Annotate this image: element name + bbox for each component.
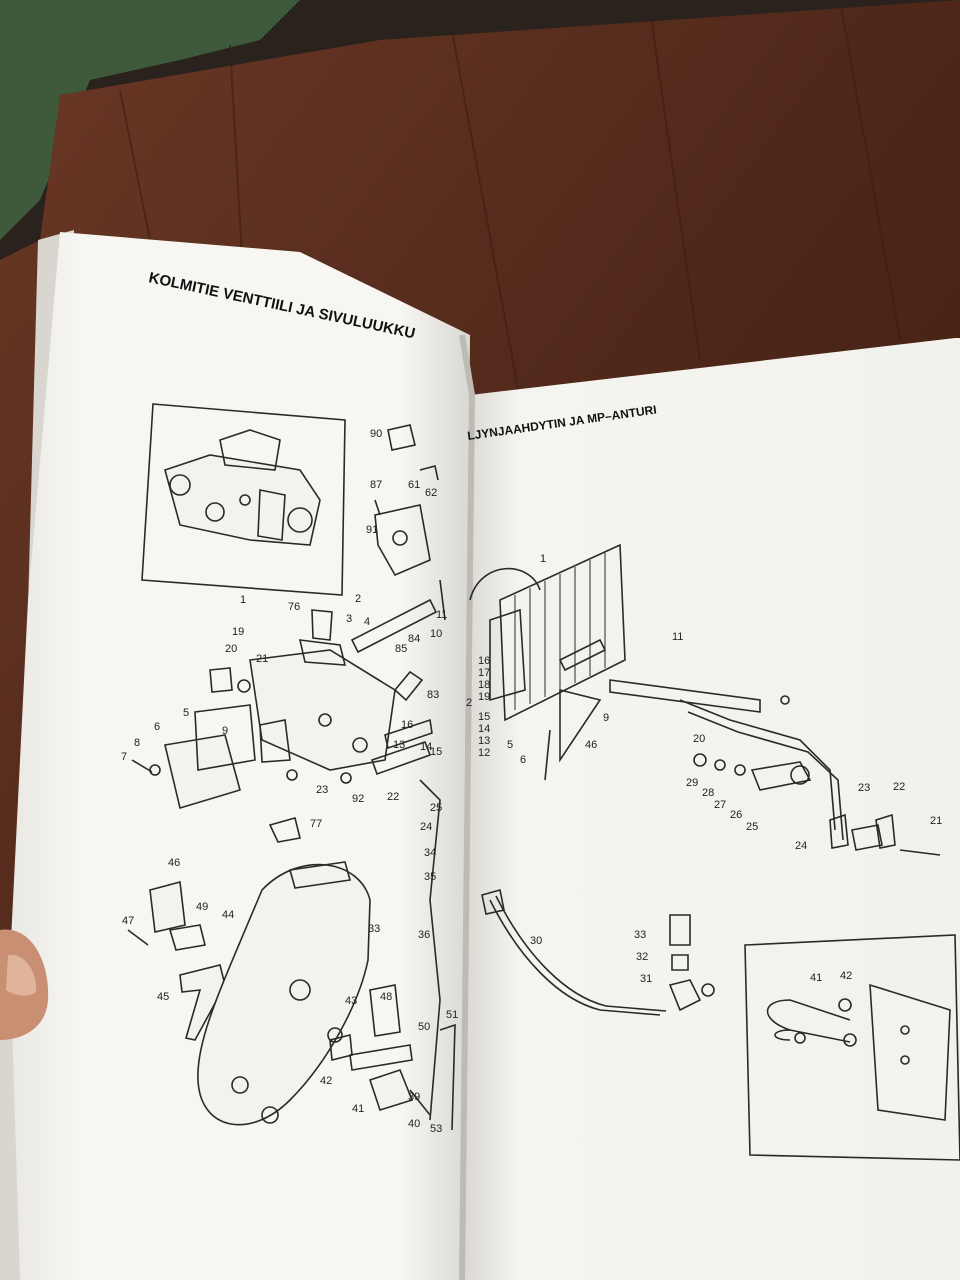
- part-label: 2: [466, 697, 472, 709]
- part-label: 24: [795, 840, 807, 852]
- part-label: 51: [446, 1009, 458, 1021]
- part-label: 76: [288, 601, 300, 613]
- part-label: 41: [810, 972, 822, 984]
- part-label: 13: [393, 739, 405, 751]
- part-label: 12: [478, 747, 490, 759]
- part-label: 26: [730, 809, 742, 821]
- part-label: 42: [840, 970, 852, 982]
- part-label: 17: [478, 667, 490, 679]
- part-label: 16: [478, 655, 490, 667]
- part-label: 92: [352, 793, 364, 805]
- left-part-labels: 90 61 62 87 91 1 76 2 3 4 19 20 21 84 85…: [121, 428, 458, 1135]
- thumbnail: [6, 954, 37, 996]
- part-label: 3: [346, 613, 352, 625]
- part-label: 45: [157, 991, 169, 1003]
- part-label: 1: [240, 594, 246, 606]
- part-label: 61: [408, 479, 420, 491]
- part-label: 15: [478, 711, 490, 723]
- part-label: 8: [134, 737, 140, 749]
- part-label: 14: [478, 723, 490, 735]
- part-label: 39: [408, 1091, 420, 1103]
- part-label: 43: [345, 995, 357, 1007]
- part-label: 36: [418, 929, 430, 941]
- part-label: 30: [530, 935, 542, 947]
- part-label: 21: [256, 653, 268, 665]
- part-label: 22: [387, 791, 399, 803]
- part-label: 6: [154, 721, 160, 733]
- grass-patch: [0, 0, 300, 240]
- part-label: 77: [310, 818, 322, 830]
- part-label: 20: [693, 733, 705, 745]
- right-page: [460, 338, 960, 1280]
- part-label: 23: [858, 782, 870, 794]
- book-spine-shadow: [459, 334, 476, 1280]
- part-label: 83: [427, 689, 439, 701]
- part-label: 25: [746, 821, 758, 833]
- part-label: 5: [507, 739, 513, 751]
- right-diagram: [469, 543, 960, 1161]
- part-label: 9: [603, 712, 609, 724]
- part-label: 47: [122, 915, 134, 927]
- part-label: 23: [316, 784, 328, 796]
- part-label: 16: [401, 719, 413, 731]
- left-diagram: [127, 403, 456, 1131]
- part-label: 27: [714, 799, 726, 811]
- part-label: 91: [366, 524, 378, 536]
- part-label: 13: [478, 735, 490, 747]
- part-label: 35: [424, 871, 436, 883]
- part-label: 24: [420, 821, 432, 833]
- part-label: 11: [672, 631, 683, 643]
- part-label: 50: [418, 1021, 430, 1033]
- part-label: 33: [368, 923, 380, 935]
- part-label: 46: [585, 739, 597, 751]
- part-label: 29: [686, 777, 698, 789]
- part-label: 1: [540, 553, 546, 565]
- part-label: 48: [380, 991, 392, 1003]
- part-label: 32: [636, 951, 648, 963]
- part-label: 20: [225, 643, 237, 655]
- part-label: 10: [430, 628, 442, 640]
- part-label: 40: [408, 1118, 420, 1130]
- part-label: 14: [420, 741, 432, 753]
- part-label: 28: [702, 787, 714, 799]
- part-label: 34: [424, 847, 436, 859]
- part-label: 49: [196, 901, 208, 913]
- part-label: 90: [370, 428, 382, 440]
- part-label: 25: [430, 802, 442, 814]
- part-label: 46: [168, 857, 180, 869]
- part-label: 11: [436, 609, 447, 621]
- part-label: 31: [640, 973, 652, 985]
- part-label: 7: [121, 751, 127, 763]
- part-label: 2: [355, 593, 361, 605]
- sensor-inset-box: [744, 934, 960, 1161]
- part-label: 4: [364, 616, 370, 628]
- valve-inset-box: [141, 403, 346, 596]
- part-label: 84: [408, 633, 420, 645]
- part-label: 62: [425, 487, 437, 499]
- part-label: 18: [478, 679, 490, 691]
- right-part-labels: 1 11 16 17 18 19 2 15 14 13 12 5 6 46 9 …: [466, 553, 942, 985]
- part-label: 21: [930, 815, 942, 827]
- part-label: 85: [395, 643, 407, 655]
- part-label: 19: [478, 691, 490, 703]
- part-label: 6: [520, 754, 526, 766]
- part-label: 41: [352, 1103, 364, 1115]
- part-label: 42: [320, 1075, 332, 1087]
- part-label: 15: [430, 746, 442, 758]
- part-label: 87: [370, 479, 382, 491]
- part-label: 33: [634, 929, 646, 941]
- part-label: 22: [893, 781, 905, 793]
- left-page: [10, 232, 470, 1280]
- part-label: 9: [222, 725, 228, 737]
- part-label: 5: [183, 707, 189, 719]
- part-label: 19: [232, 626, 244, 638]
- part-label: 53: [430, 1123, 442, 1135]
- part-label: 44: [222, 909, 234, 921]
